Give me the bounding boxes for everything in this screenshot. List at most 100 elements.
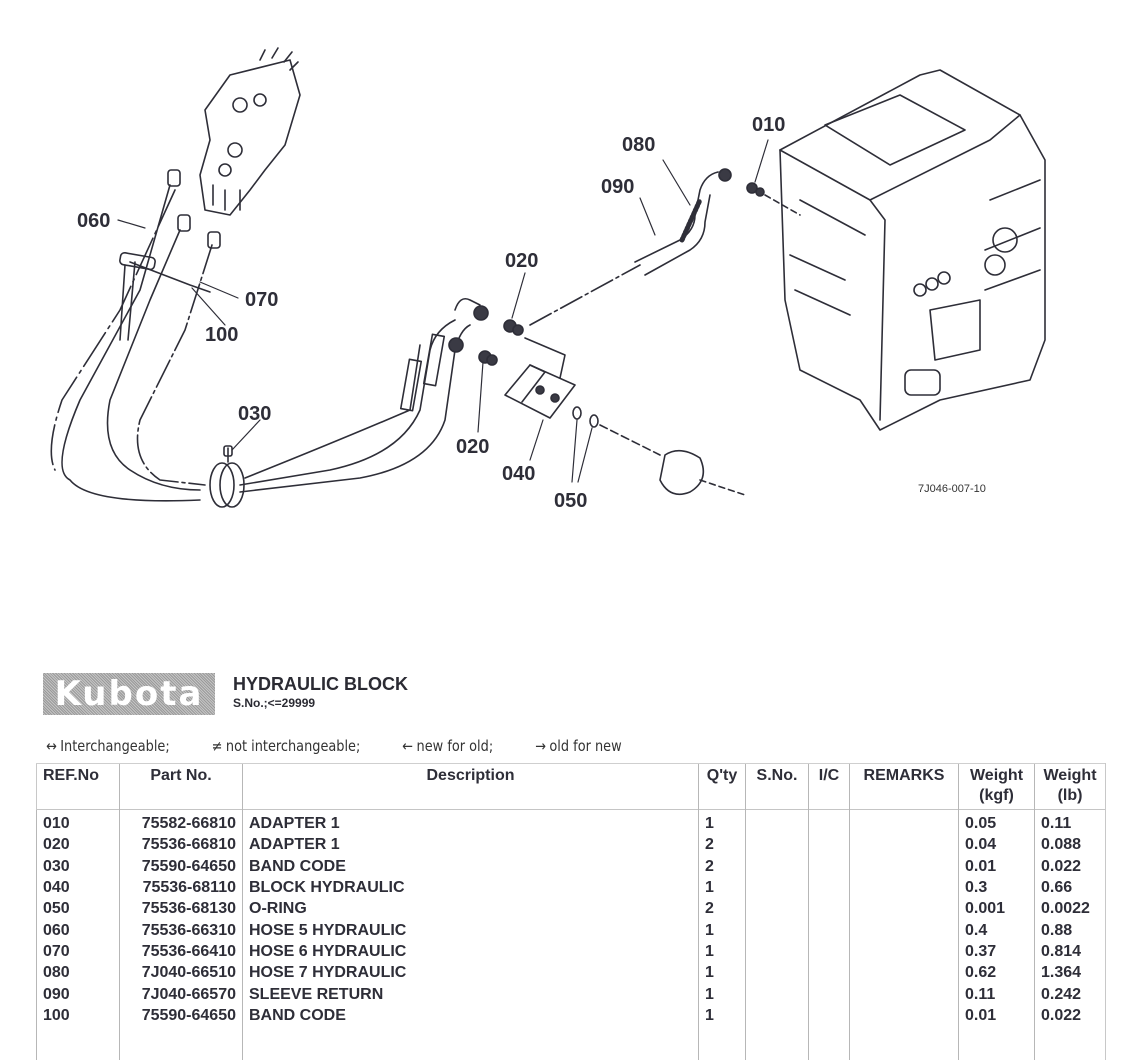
callout-010: 010 <box>752 114 785 136</box>
weight-kgf-cell: 0.01 <box>958 1004 1035 1026</box>
exploded-parts-diagram: 060 070 100 030 020 020 040 050 080 090 … <box>50 47 1046 512</box>
serial-no-cell <box>745 962 809 984</box>
part-no-cell: 75590-64650 <box>119 855 243 877</box>
callout-100: 100 <box>205 324 238 346</box>
description-cell: ADAPTER 1 <box>242 809 699 835</box>
callout-050: 050 <box>554 490 587 512</box>
serial-range: S.No.;<=29999 <box>233 696 316 710</box>
col-part-no: Part No. <box>119 763 243 810</box>
empty-cell <box>1034 1025 1106 1060</box>
kubota-logo: Kubota <box>43 673 215 715</box>
empty-cell <box>849 1025 959 1060</box>
remarks-cell <box>849 855 959 877</box>
serial-no-cell <box>745 809 809 835</box>
table-filler-row <box>36 1025 1106 1060</box>
legend-label: new for old; <box>416 737 494 755</box>
description-cell: ADAPTER 1 <box>242 834 699 856</box>
block-hoses <box>239 297 481 493</box>
left-arrow-icon: ← <box>402 737 414 755</box>
serial-no-cell <box>745 919 809 941</box>
col-ref-no: REF.No <box>36 763 120 810</box>
col-weight-kgf-unit: (kgf) <box>979 787 1014 804</box>
qty-cell: 1 <box>698 940 746 963</box>
callout-080: 080 <box>622 134 655 156</box>
weight-kgf-cell: 0.11 <box>958 983 1035 1005</box>
weight-lb-cell: 0.022 <box>1034 855 1106 877</box>
serial-no-cell <box>745 834 809 856</box>
weight-kgf-cell: 0.4 <box>958 919 1035 941</box>
page-title: HYDRAULIC BLOCK <box>233 674 408 694</box>
weight-lb-cell: 0.022 <box>1034 1004 1106 1026</box>
serial-no-cell <box>745 855 809 877</box>
qty-cell: 1 <box>698 919 746 941</box>
callout-020-top: 020 <box>505 250 538 272</box>
col-weight-kgf: Weight(kgf) <box>958 763 1035 810</box>
double-arrow-icon: ↔ <box>46 737 57 755</box>
col-serial-no: S.No. <box>745 763 809 810</box>
transmission-case <box>779 69 1046 431</box>
weight-kgf-cell: 0.001 <box>958 898 1035 920</box>
legend-item-interchangeable: ↔Interchangeable; <box>46 737 189 755</box>
ref-no-cell: 030 <box>36 855 120 877</box>
col-qty: Q'ty <box>698 763 746 810</box>
legend-item-new-for-old: ←new for old; <box>402 737 512 755</box>
weight-lb-cell: 0.088 <box>1034 834 1106 856</box>
col-weight-lb-unit: (lb) <box>1057 787 1083 804</box>
part-no-cell: 75536-68110 <box>119 876 243 899</box>
remarks-cell <box>849 898 959 920</box>
ic-cell <box>808 809 850 835</box>
qty-cell: 1 <box>698 983 746 1005</box>
table-header-row: REF.No Part No. Description Q'ty S.No. I… <box>36 763 1106 810</box>
weight-lb-cell: 0.11 <box>1034 809 1106 835</box>
col-weight-lb-line1: Weight <box>1043 767 1097 784</box>
empty-cell <box>242 1025 699 1060</box>
remarks-cell <box>849 962 959 984</box>
weight-kgf-cell: 0.62 <box>958 962 1035 984</box>
part-no-cell: 75536-68130 <box>119 898 243 920</box>
col-weight-lb: Weight (lb) <box>1034 763 1106 810</box>
hose-runs <box>50 184 213 502</box>
qty-cell: 1 <box>698 809 746 835</box>
empty-cell <box>698 1025 746 1060</box>
ref-no-cell: 050 <box>36 898 120 920</box>
band-clamp <box>209 445 245 508</box>
ic-cell <box>808 855 850 877</box>
description-cell: HOSE 5 HYDRAULIC <box>242 919 699 941</box>
weight-kgf-cell: 0.05 <box>958 809 1035 835</box>
callout-030: 030 <box>238 403 271 425</box>
description-cell: HOSE 7 HYDRAULIC <box>242 962 699 984</box>
return-line <box>529 168 801 326</box>
ref-no-cell: 020 <box>36 834 120 856</box>
remarks-cell <box>849 940 959 963</box>
empty-cell <box>745 1025 809 1060</box>
ref-no-cell: 060 <box>36 919 120 941</box>
empty-cell <box>808 1025 850 1060</box>
weight-kgf-cell: 0.3 <box>958 876 1035 899</box>
figure-code: 7J046-007-10 <box>918 483 986 495</box>
weight-kgf-cell: 0.04 <box>958 834 1035 856</box>
weight-kgf-cell: 0.37 <box>958 940 1035 963</box>
description-cell: BLOCK HYDRAULIC <box>242 876 699 899</box>
ic-cell <box>808 876 850 899</box>
hydraulic-block <box>504 337 746 496</box>
ic-cell <box>808 898 850 920</box>
description-cell: HOSE 6 HYDRAULIC <box>242 940 699 963</box>
legend-label: Interchangeable; <box>60 737 170 755</box>
col-description: Description <box>242 763 699 810</box>
weight-kgf-cell: 0.01 <box>958 855 1035 877</box>
qty-cell: 2 <box>698 855 746 877</box>
part-no-cell: 75536-66810 <box>119 834 243 856</box>
not-equal-icon: ≠ <box>211 737 223 755</box>
qty-cell: 2 <box>698 834 746 856</box>
callout-060: 060 <box>77 210 110 232</box>
legend-label: old for new <box>549 737 622 755</box>
weight-lb-cell: 1.364 <box>1034 962 1106 984</box>
col-remarks: REMARKS <box>849 763 959 810</box>
